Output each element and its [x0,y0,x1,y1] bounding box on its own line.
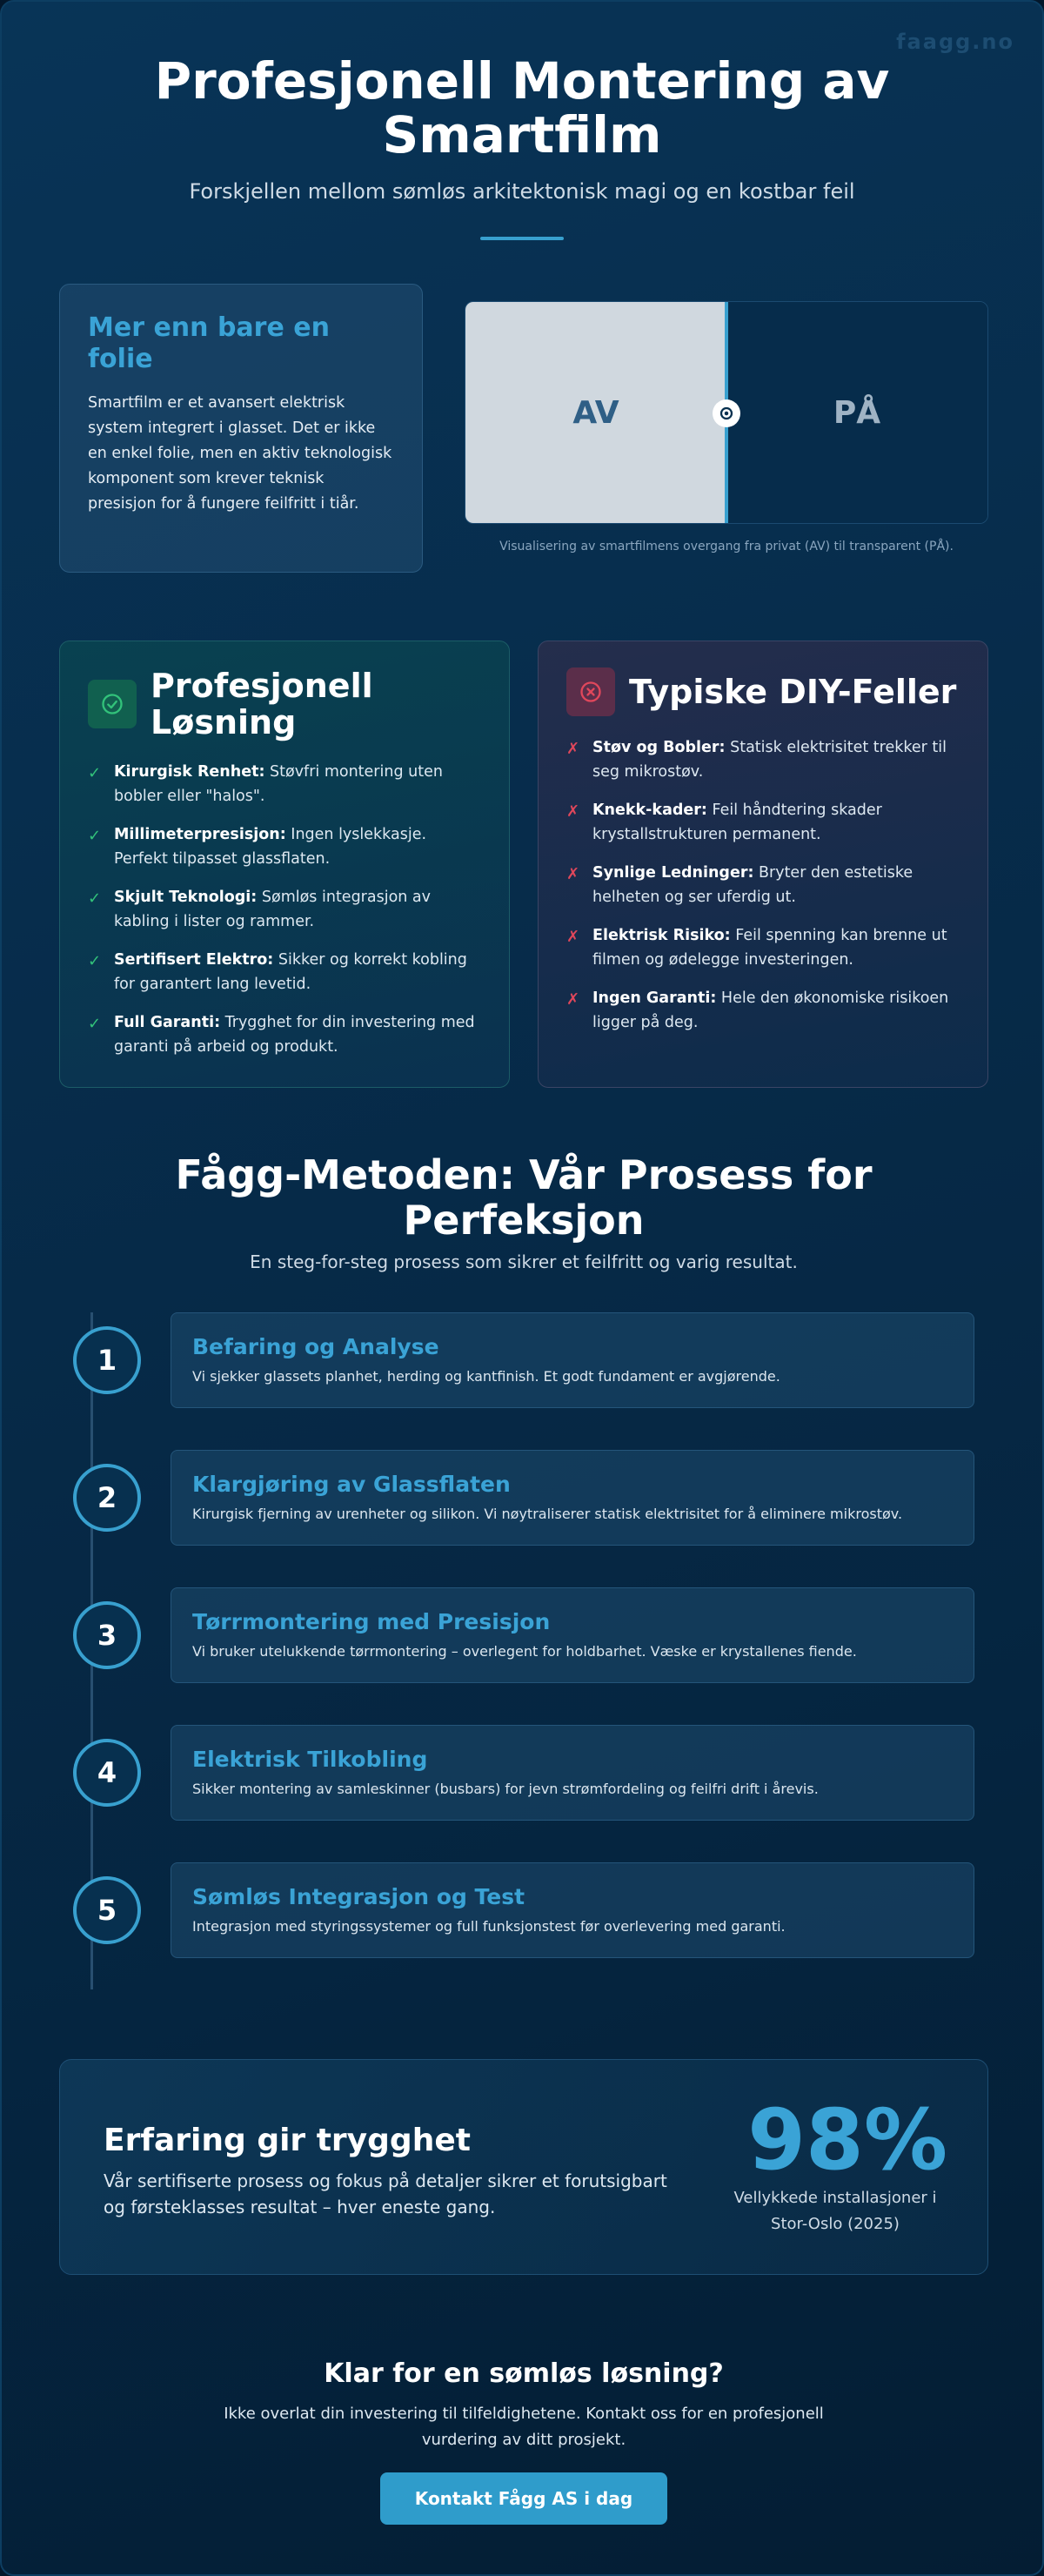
list-item: ✗Synlige Ledninger: Bryter den estetiske… [566,861,960,909]
method-subtitle: En steg-for-steg prosess som sikrer et f… [250,1251,798,1272]
step-text: Vi bruker utelukkende tørrmontering – ov… [192,1643,857,1660]
intro-card: Mer enn bare en folie Smartfilm er et av… [59,284,423,573]
step-number: 5 [73,1876,141,1944]
list-item: ✗Støv og Bobler: Statisk elektrisitet tr… [566,735,960,784]
process-step: 2 Klargjøring av Glassflaten Kirurgisk f… [59,1450,988,1546]
step-title: Elektrisk Tilkobling [192,1747,428,1772]
step-card: Klargjøring av Glassflaten Kirurgisk fje… [171,1450,974,1546]
step-title: Klargjøring av Glassflaten [192,1472,511,1497]
step-card: Befaring og Analyse Vi sjekker glassets … [171,1312,974,1408]
intro-heading: Mer enn bare en folie [88,312,330,374]
cross-icon: ✗ [566,802,580,821]
list-item: ✓Sertifisert Elektro: Sikker og korrekt … [88,948,481,996]
step-card: Sømløs Integrasjon og Test Integrasjon m… [171,1862,974,1958]
pro-card: Profesjonell Løsning ✓Kirurgisk Renhet: … [59,641,510,1088]
method-title: Fågg-Metoden: Vår Prosess for Perfeksjon [175,1151,873,1244]
diy-title: Typiske DIY-Feller [629,673,957,711]
page-subtitle: Forskjellen mellom sømløs arkitektonisk … [189,179,855,204]
list-item: ✗Ingen Garanti: Hele den økonomiske risi… [566,986,960,1035]
step-title: Sømløs Integrasjon og Test [192,1884,525,1909]
before-after-slider[interactable]: AV PÅ [465,301,988,524]
check-icon: ✓ [88,827,102,845]
hero-section: Profesjonell Montering av Smartfilm Fors… [2,2,1042,240]
check-icon: ✓ [88,764,102,782]
step-text: Integrasjon med styringssystemer og full… [192,1918,786,1935]
process-timeline: 1 Befaring og Analyse Vi sjekker glasset… [59,1312,988,1991]
step-number: 2 [73,1464,141,1532]
pro-title: Profesjonell Løsning [151,667,373,741]
drag-handle-icon [719,406,733,420]
contact-button[interactable]: Kontakt Fågg AS i dag [380,2472,667,2525]
intro-text: Smartfilm er et avansert elektrisk syste… [88,394,392,513]
method-section: Fågg-Metoden: Vår Prosess for Perfeksjon… [2,1151,1042,1272]
brand-watermark: faagg.no [896,30,1014,54]
diy-card: Typiske DIY-Feller ✗Støv og Bobler: Stat… [538,641,988,1088]
diy-list: ✗Støv og Bobler: Statisk elektrisitet tr… [566,735,960,1035]
pro-list: ✓Kirurgisk Renhet: Støvfri montering ute… [88,760,481,1059]
check-icon: ✓ [88,952,102,970]
cross-icon: ✗ [566,865,580,883]
process-step: 5 Sømløs Integrasjon og Test Integrasjon… [59,1862,988,1958]
step-text: Sikker montering av samleskinner (busbar… [192,1781,819,1797]
check-icon: ✓ [88,1015,102,1033]
slider-off-panel: AV [465,302,726,523]
intro-section: Mer enn bare en folie Smartfilm er et av… [59,284,988,573]
step-title: Tørrmontering med Presisjon [192,1609,551,1634]
page-title: Profesjonell Montering av Smartfilm [154,51,890,164]
cta-text: Ikke overlat din investering til tilfeld… [224,2405,824,2449]
stat-heading: Erfaring gir trygghet [104,2123,471,2158]
cross-icon: ✗ [566,740,580,758]
cta-section: Klar for en sømløs løsning? Ikke overlat… [2,2358,1042,2525]
check-icon: ✓ [88,889,102,908]
process-step: 3 Tørrmontering med Presisjon Vi bruker … [59,1587,988,1683]
stat-value: 98% [747,2091,947,2189]
cta-heading: Klar for en sømløs løsning? [324,2358,724,2389]
list-item: ✗Elektrisk Risiko: Feil spenning kan bre… [566,923,960,972]
slider-on-panel: PÅ [726,302,987,523]
check-circle-icon [88,680,137,728]
step-number: 4 [73,1739,141,1807]
process-step: 1 Befaring og Analyse Vi sjekker glasset… [59,1312,988,1408]
list-item: ✓Kirurgisk Renhet: Støvfri montering ute… [88,760,481,808]
title-divider [480,237,564,240]
stat-label: Vellykkede installasjoner i Stor-Oslo (2… [733,2189,937,2233]
step-card: Tørrmontering med Presisjon Vi bruker ut… [171,1587,974,1683]
slider-on-label: PÅ [833,394,881,431]
comparison-section: Profesjonell Løsning ✓Kirurgisk Renhet: … [59,641,988,1090]
slider-handle[interactable] [713,399,740,427]
step-number: 1 [73,1326,141,1394]
list-item: ✗Knekk-kader: Feil håndtering skader kry… [566,798,960,847]
process-step: 4 Elektrisk Tilkobling Sikker montering … [59,1725,988,1821]
stat-text: Vår sertifiserte prosess og fokus på det… [104,2170,667,2217]
list-item: ✓Full Garanti: Trygghet for din invester… [88,1010,481,1059]
slider-caption: Visualisering av smartfilmens overgang f… [499,540,954,553]
x-circle-icon [566,667,615,716]
list-item: ✓Skjult Teknologi: Sømløs integrasjon av… [88,885,481,934]
cross-icon: ✗ [566,990,580,1009]
cross-icon: ✗ [566,928,580,946]
step-card: Elektrisk Tilkobling Sikker montering av… [171,1725,974,1821]
step-text: Kirurgisk fjerning av urenheter og silik… [192,1506,903,1522]
step-number: 3 [73,1601,141,1669]
step-text: Vi sjekker glassets planhet, herding og … [192,1368,780,1385]
list-item: ✓Millimeterpresisjon: Ingen lyslekkasje.… [88,822,481,871]
stat-card: Erfaring gir trygghet Vår sertifiserte p… [59,2059,988,2275]
slider-off-label: AV [572,394,619,431]
step-title: Befaring og Analyse [192,1334,439,1359]
